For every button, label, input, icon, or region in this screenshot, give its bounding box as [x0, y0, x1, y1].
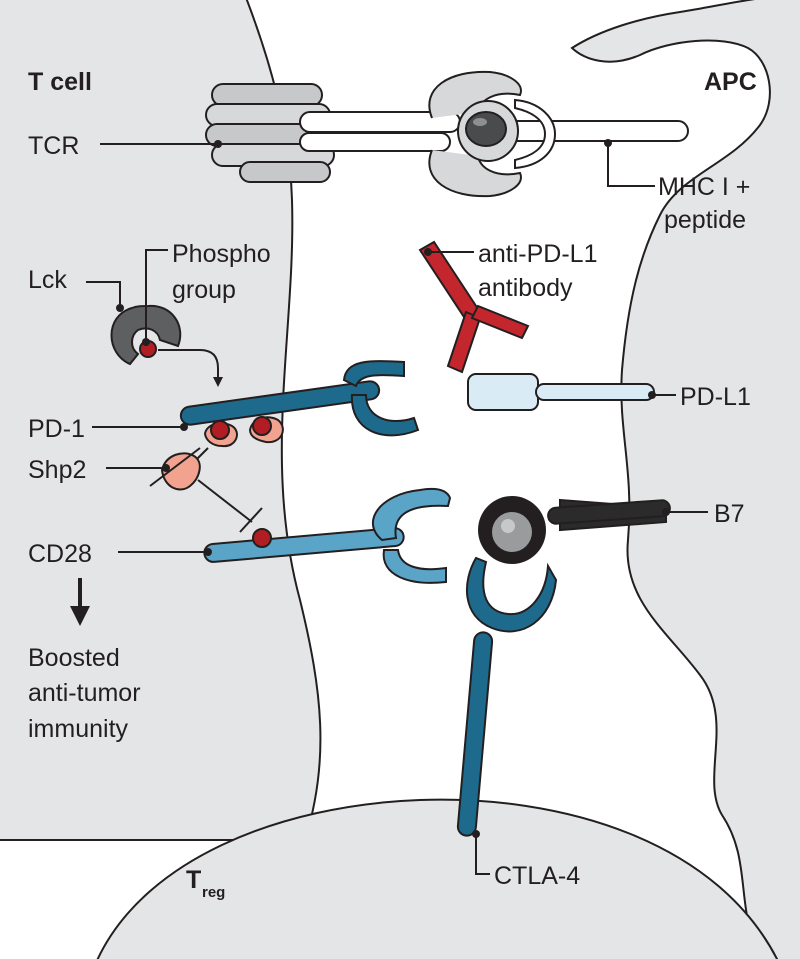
pd1-phospho-groups	[203, 416, 284, 448]
leader-lines	[86, 139, 708, 875]
t-cell-label: T cell	[28, 68, 92, 96]
outcome-label-line2: anti-tumor	[28, 679, 141, 707]
pd1-label: PD-1	[28, 415, 85, 443]
cd28-label: CD28	[28, 540, 92, 568]
apc-label: APC	[704, 68, 757, 96]
tcr-label: TCR	[28, 132, 79, 160]
tcr-receptor	[205, 70, 522, 198]
outcome-label-line3: immunity	[28, 715, 129, 743]
lck-to-pd1-arrow	[158, 349, 223, 387]
treg-label: T	[186, 866, 201, 894]
pd1-receptor	[179, 360, 420, 437]
anti-pdl1-antibody	[418, 240, 530, 374]
ctla4-receptor	[456, 556, 558, 837]
phospho-label-line2: group	[172, 276, 236, 304]
treg-subscript: reg	[202, 884, 225, 901]
treg-membrane	[96, 798, 778, 959]
cd28-phospho-group	[252, 528, 272, 548]
shp2-inhibits-cd28	[197, 479, 253, 523]
b7-ligand	[478, 496, 671, 564]
shp2-label: Shp2	[28, 456, 86, 484]
cd28-receptor	[203, 488, 452, 584]
pdl1-ligand	[467, 373, 655, 411]
antibody-label-line1: anti-PD-L1	[478, 240, 598, 268]
peptide	[465, 111, 507, 147]
lck-label: Lck	[28, 266, 67, 294]
outcome-label-line1: Boosted	[28, 644, 120, 672]
inhibition-bar	[239, 507, 263, 533]
ctla4-label: CTLA-4	[494, 862, 580, 890]
antibody-label-line2: antibody	[478, 274, 573, 302]
apc-membrane	[570, 0, 800, 959]
mhc-label-line1: MHC I +	[658, 173, 750, 201]
mhc-label-line2: peptide	[664, 206, 746, 234]
pdl1-label: PD-L1	[680, 383, 751, 411]
tcr-mhc-complex	[205, 70, 689, 198]
phospho-label-line1: Phospho	[172, 240, 271, 268]
shp2-membrane-line	[149, 447, 201, 487]
shp2-phosphatase	[160, 452, 201, 491]
b7-label: B7	[714, 500, 745, 528]
